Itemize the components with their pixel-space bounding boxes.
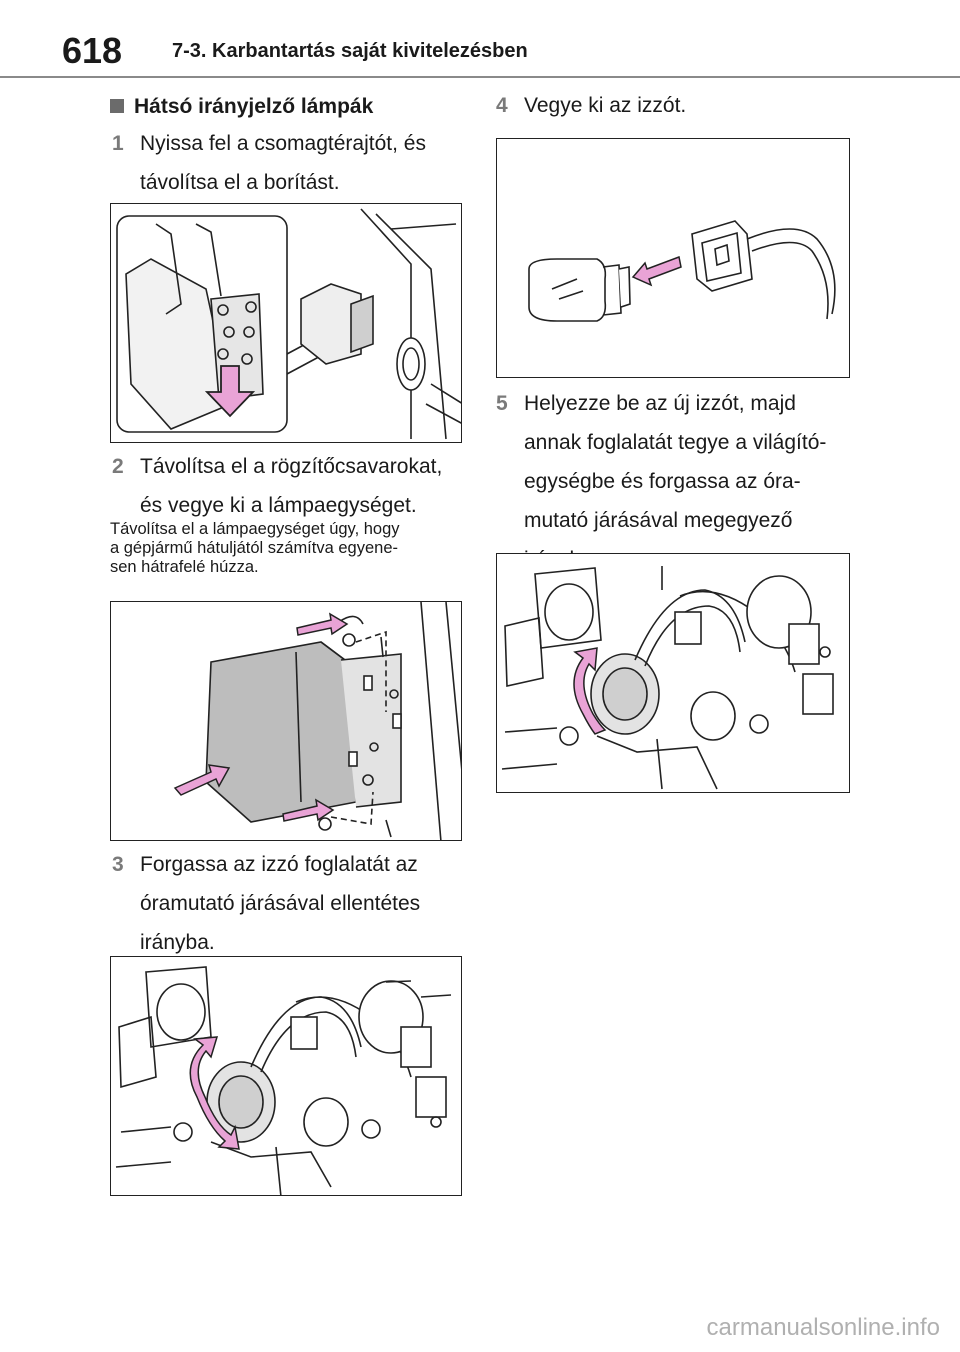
pull-out-arrow-icon: [173, 764, 231, 796]
section-title: Hátsó irányjelző lámpák: [110, 95, 373, 119]
step-number: 1: [112, 132, 124, 155]
pull-down-arrow-icon: [204, 365, 256, 418]
rotate-arrow-icon: [282, 798, 335, 822]
step-number: 5: [496, 392, 508, 415]
step-line: Helyezze be az új izzót, majd: [524, 392, 796, 415]
step-line: Forgassa az izzó foglalatát az: [140, 853, 418, 876]
step-4: 4 Vegye ki az izzót.: [496, 86, 856, 126]
note: Távolítsa el a lámpaegységet úgy, hogy a…: [110, 520, 470, 577]
step-text: Távolítsa el a rögzítőcsavarokat, és veg…: [140, 447, 442, 525]
step-number: 2: [112, 455, 124, 478]
step-1: 1 Nyissa fel a csomagtérajtót, és távolí…: [112, 124, 472, 204]
chapter-title: 7-3. Karbantartás saját kivitelezésben: [172, 40, 528, 62]
step-line: annak foglalatát tegye a világító-: [524, 431, 827, 454]
figure-remove-cover: [110, 203, 462, 443]
figure-rotate-socket-ccw: [110, 956, 462, 1196]
step-line: és vegye ki a lámpaegységet.: [140, 494, 417, 517]
step-text: Vegye ki az izzót.: [524, 86, 686, 125]
figure-remove-bulb: [496, 138, 850, 378]
figure-rotate-socket-cw: [496, 553, 850, 793]
step-line: mutató járásával megegyező: [524, 509, 793, 532]
watermark: carmanualsonline.info: [706, 1314, 940, 1341]
rotate-arrow-icon: [296, 612, 349, 636]
step-number: 4: [496, 94, 508, 117]
step-line: óramutató járásával ellentétes: [140, 892, 421, 915]
page-number: 618: [62, 30, 123, 71]
step-5: 5 Helyezze be az új izzót, majd annak fo…: [496, 384, 856, 584]
figure-remove-lamp: [110, 601, 462, 841]
step-line: irányba.: [140, 931, 215, 954]
step-line: Vegye ki az izzót.: [524, 94, 687, 117]
step-number: 3: [112, 853, 124, 876]
pull-left-arrow-icon: [631, 255, 682, 287]
step-3: 3 Forgassa az izzó foglalatát az óramuta…: [112, 845, 472, 965]
section-bullet-icon: [110, 99, 124, 113]
step-text: Helyezze be az új izzót, majd annak fogl…: [524, 384, 826, 579]
note-line: sen hátrafelé húzza.: [110, 558, 259, 576]
step-line: Távolítsa el a rögzítőcsavarokat,: [140, 455, 443, 478]
step-text: Forgassa az izzó foglalatát az óramutató…: [140, 845, 420, 962]
page-header: 618 7-3. Karbantartás saját kivitelezésb…: [0, 0, 960, 80]
note-line: Távolítsa el a lámpaegységet úgy, hogy: [110, 520, 400, 538]
step-2: 2 Távolítsa el a rögzítőcsavarokat, és v…: [112, 447, 472, 527]
header-divider: [0, 76, 960, 78]
step-line: Nyissa fel a csomagtérajtót, és: [140, 132, 426, 155]
clockwise-arrow-icon: [573, 647, 607, 735]
note-line: a gépjármű hátuljától számítva egyene-: [110, 539, 398, 557]
step-text: Nyissa fel a csomagtérajtót, és távolíts…: [140, 124, 426, 202]
step-line: egységbe és forgassa az óra-: [524, 470, 801, 493]
section-title-text: Hátsó irányjelző lámpák: [134, 95, 374, 118]
step-line: távolítsa el a borítást.: [140, 171, 340, 194]
counterclockwise-arrow-icon: [189, 1036, 240, 1150]
